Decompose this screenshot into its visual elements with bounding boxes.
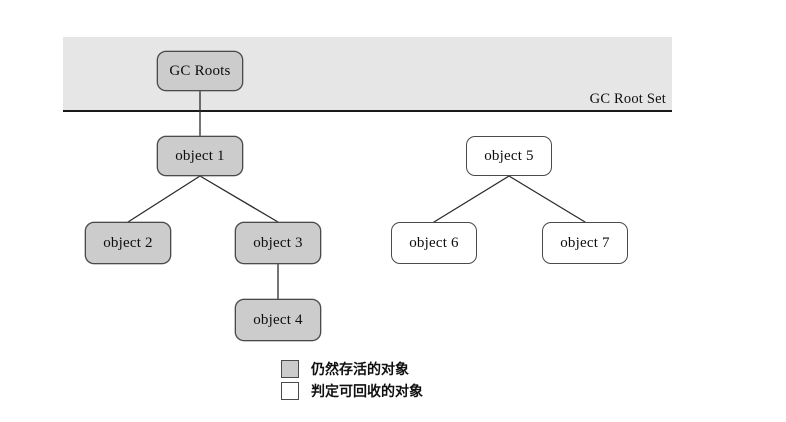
edge-object-5-to-object-6	[433, 175, 510, 223]
legend-item-alive: 仍然存活的对象	[281, 358, 423, 380]
legend-swatch-alive-icon	[281, 360, 299, 378]
node-label: GC Roots	[169, 62, 231, 79]
edge-object-5-to-object-7	[508, 175, 586, 223]
node-object-3[interactable]: object 3	[235, 222, 321, 264]
node-object-7[interactable]: object 7	[542, 222, 628, 264]
node-label: object 2	[103, 234, 153, 251]
node-object-2[interactable]: object 2	[85, 222, 171, 264]
node-object-1[interactable]: object 1	[157, 136, 243, 176]
legend-label-dead: 判定可回收的对象	[311, 384, 423, 400]
edge-object-1-to-object-2	[127, 175, 201, 223]
node-label: object 3	[253, 234, 303, 251]
gc-root-set-band: GC Root Set	[63, 37, 672, 112]
node-label: object 1	[175, 147, 225, 164]
node-label: object 6	[409, 234, 459, 251]
node-label: object 7	[560, 234, 610, 251]
node-object-6[interactable]: object 6	[391, 222, 477, 264]
node-label: object 4	[253, 311, 303, 328]
legend: 仍然存活的对象 判定可回收的对象	[281, 358, 423, 402]
legend-swatch-dead-icon	[281, 382, 299, 400]
gc-root-set-label: GC Root Set	[589, 91, 666, 107]
node-object-5[interactable]: object 5	[466, 136, 552, 176]
legend-label-alive: 仍然存活的对象	[311, 362, 409, 378]
node-object-4[interactable]: object 4	[235, 299, 321, 341]
node-gc-roots[interactable]: GC Roots	[157, 51, 243, 91]
edge-object-1-to-object-3	[199, 175, 279, 223]
legend-item-dead: 判定可回收的对象	[281, 380, 423, 402]
node-label: object 5	[484, 147, 534, 164]
